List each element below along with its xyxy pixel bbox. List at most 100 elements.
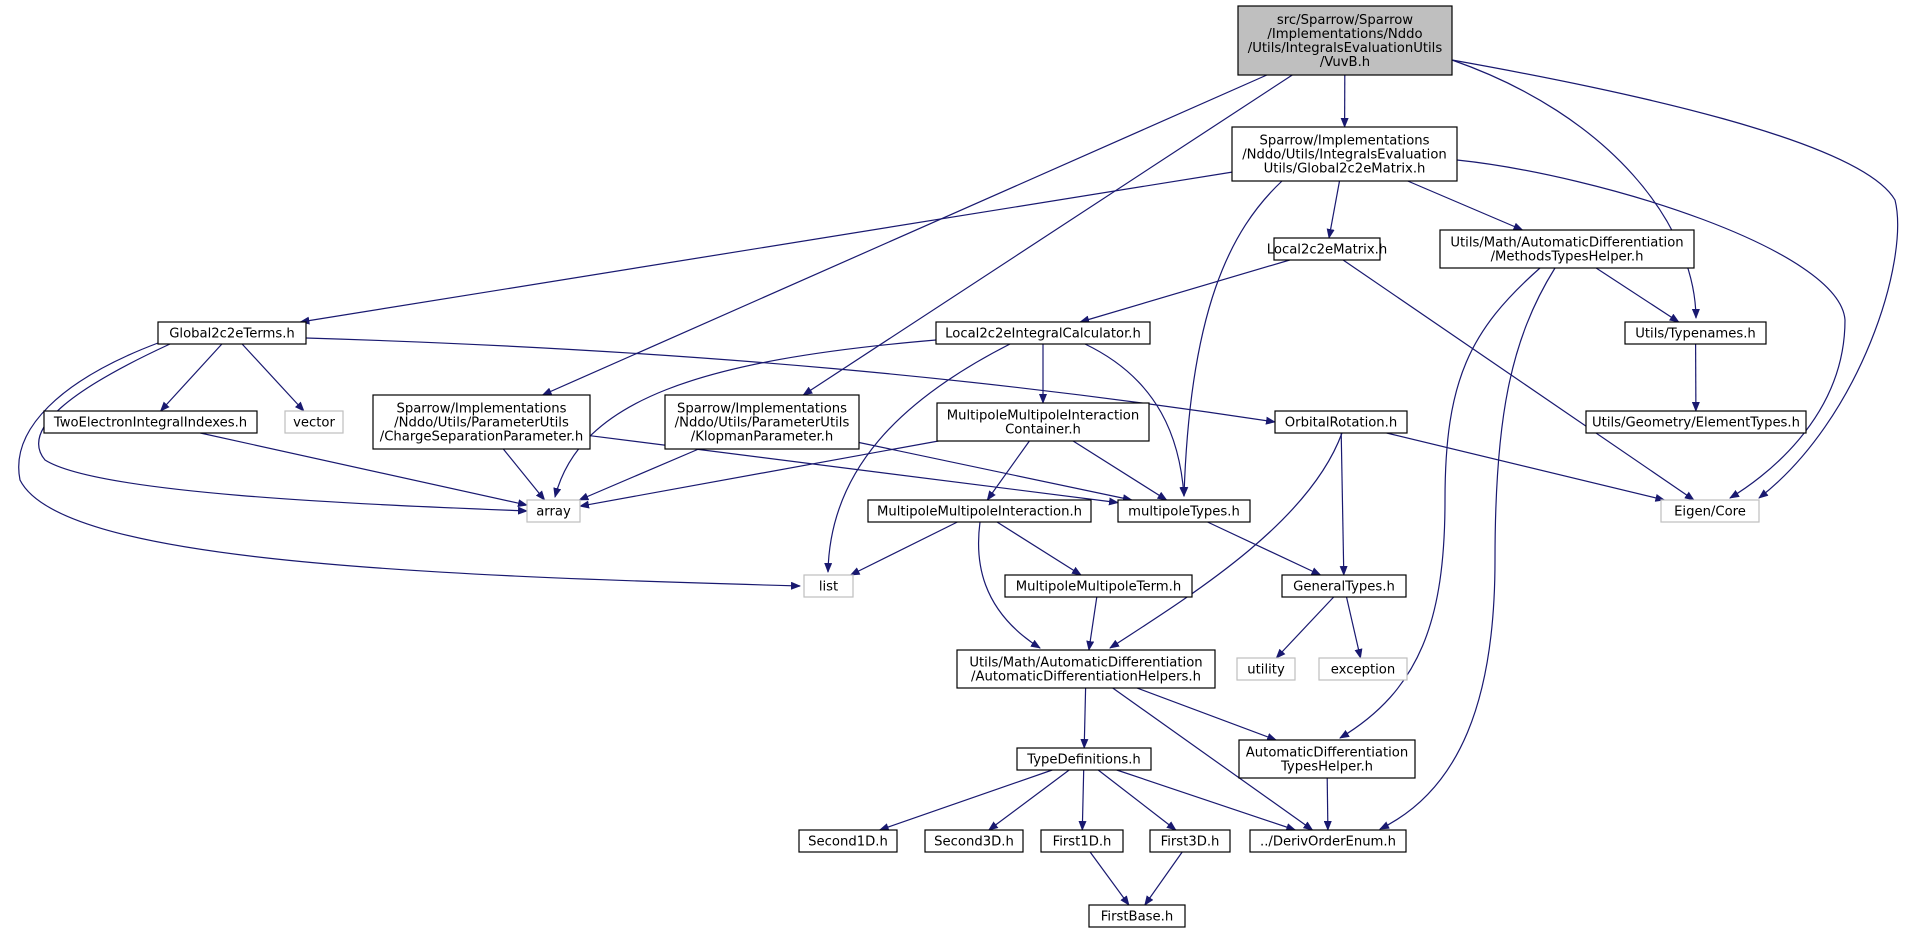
edge-mm_container-to-array	[579, 440, 939, 509]
node-second1d[interactable]: Second1D.h	[798, 829, 898, 853]
edge-ad_helpers-to-deriv_order	[1112, 687, 1314, 831]
node-box	[1585, 410, 1807, 434]
node-box	[1231, 126, 1458, 182]
node-first-base[interactable]: FirstBase.h	[1088, 904, 1186, 928]
node-charge-sep[interactable]: Sparrow/Implementations/Nddo/Utils/Param…	[372, 394, 591, 450]
edge-global_matrix-to-eigen_core	[1456, 159, 1846, 499]
node-label-line: /AutomaticDifferentiationHelpers.h	[971, 670, 1201, 685]
node-label-line: Utils/Geometry/ElementTypes.h	[1592, 416, 1800, 431]
node-typenames[interactable]: Utils/Typenames.h	[1624, 321, 1767, 345]
node-label-line: Global2c2eTerms.h	[169, 327, 295, 342]
node-global-terms[interactable]: Global2c2eTerms.h	[157, 321, 307, 345]
node-first1d[interactable]: First1D.h	[1040, 829, 1124, 853]
node-box	[1117, 499, 1251, 523]
edge-global_terms-to-vector	[241, 343, 305, 412]
node-general-types[interactable]: GeneralTypes.h	[1281, 574, 1407, 598]
node-mm-interaction[interactable]: MultipoleMultipoleInteraction.h	[867, 499, 1092, 523]
edge-type_defs-to-first1d	[1078, 769, 1087, 831]
node-label-line: Container.h	[1005, 423, 1081, 438]
node-local-matrix[interactable]: Local2c2eMatrix.h	[1267, 237, 1387, 261]
node-box	[1439, 229, 1695, 269]
edge-local_matrix-to-local_calc	[1079, 259, 1290, 324]
edge-first3d-to-first_base	[1144, 851, 1183, 906]
edge-mm_container-to-multipole_types	[1072, 440, 1168, 501]
node-label-line: Second1D.h	[808, 835, 888, 850]
node-label-line: Sparrow/Implementations	[396, 402, 566, 417]
node-multipole-types[interactable]: multipoleTypes.h	[1117, 499, 1251, 523]
edge-global_matrix-to-local_matrix	[1326, 180, 1341, 239]
node-label-line: MultipoleMultipoleInteraction.h	[877, 505, 1082, 520]
node-box	[1249, 829, 1407, 853]
node-label-line: TypeDefinitions.h	[1026, 753, 1141, 768]
edge-klopman-to-array	[578, 448, 699, 501]
edge-ad_types_helper-to-deriv_order	[1323, 777, 1332, 831]
node-deriv-order[interactable]: ../DerivOrderEnum.h	[1249, 829, 1407, 853]
node-label-line: /Nddo/Utils/IntegralsEvaluation	[1242, 148, 1447, 163]
node-eigen-core: Eigen/Core	[1660, 499, 1760, 523]
edge-global_matrix-to-multipole_types	[1180, 180, 1283, 497]
edge-global_terms-to-list	[18, 342, 801, 590]
node-two-electron[interactable]: TwoElectronIntegralIndexes.h	[43, 410, 258, 434]
node-second3d[interactable]: Second3D.h	[924, 829, 1024, 853]
edge-global_terms-to-array	[38, 343, 528, 515]
edge-type_defs-to-second3d	[987, 769, 1070, 831]
edge-local_calc-to-array	[553, 339, 937, 498]
node-orbital-rotation[interactable]: OrbitalRotation.h	[1274, 410, 1408, 434]
node-methods-helper[interactable]: Utils/Math/AutomaticDifferentiation/Meth…	[1439, 229, 1695, 269]
edge-mm_interaction-to-list	[849, 521, 958, 576]
node-box	[1660, 499, 1760, 523]
node-label-line: vector	[293, 416, 335, 431]
node-label-line: utility	[1247, 663, 1285, 678]
node-label-line: /Utils/IntegralsEvaluationUtils	[1248, 41, 1443, 56]
node-vector: vector	[284, 410, 344, 434]
node-label-line: MultipoleMultipoleInteraction	[947, 409, 1139, 424]
node-label-line: multipoleTypes.h	[1128, 505, 1240, 520]
node-label-line: TypesHelper.h	[1280, 760, 1373, 775]
node-type-defs[interactable]: TypeDefinitions.h	[1016, 747, 1152, 771]
node-label-line: Sparrow/Implementations	[1259, 134, 1429, 149]
node-label-line: Utils/Global2c2eMatrix.h	[1264, 162, 1426, 177]
node-label-line: OrbitalRotation.h	[1285, 416, 1397, 431]
edge-global_matrix-to-methods_helper	[1407, 180, 1524, 231]
node-mm-term[interactable]: MultipoleMultipoleTerm.h	[1004, 574, 1193, 598]
edge-root-to-charge_sep	[541, 74, 1268, 396]
edge-global_terms-to-orbital_rotation	[305, 337, 1276, 425]
edge-type_defs-to-first3d	[1097, 769, 1177, 831]
node-root[interactable]: src/Sparrow/Sparrow/Implementations/Nddo…	[1237, 5, 1453, 76]
edge-global_terms-to-two_electron	[159, 343, 223, 412]
node-box	[935, 321, 1151, 345]
edge-ad_helpers-to-type_defs	[1080, 687, 1089, 749]
edge-charge_sep-to-array	[502, 448, 546, 501]
node-box	[956, 649, 1216, 689]
node-element-types[interactable]: Utils/Geometry/ElementTypes.h	[1585, 410, 1807, 434]
edge-general_types-to-utility	[1275, 596, 1335, 659]
node-label-line: src/Sparrow/Sparrow	[1277, 13, 1413, 28]
edge-root-to-eigen_core	[1451, 59, 1899, 499]
node-label-line: Sparrow/Implementations	[677, 402, 847, 417]
node-klopman[interactable]: Sparrow/Implementations/Nddo/Utils/Param…	[664, 394, 860, 450]
node-label-line: Eigen/Core	[1674, 505, 1746, 520]
node-ad-helpers[interactable]: Utils/Math/AutomaticDifferentiation/Auto…	[956, 649, 1216, 689]
node-local-calc[interactable]: Local2c2eIntegralCalculator.h	[935, 321, 1151, 345]
node-box	[1624, 321, 1767, 345]
node-global-matrix[interactable]: Sparrow/Implementations/Nddo/Utils/Integ…	[1231, 126, 1458, 182]
edges-layer	[18, 59, 1899, 906]
edge-local_matrix-to-eigen_core	[1342, 259, 1695, 501]
node-label-line: MultipoleMultipoleTerm.h	[1016, 580, 1181, 595]
node-box	[1149, 829, 1231, 853]
node-box	[867, 499, 1092, 523]
node-label-line: /VuvB.h	[1320, 55, 1370, 70]
node-list: list	[803, 574, 854, 598]
node-box	[1040, 829, 1124, 853]
node-first3d[interactable]: First3D.h	[1149, 829, 1231, 853]
node-box	[1238, 739, 1416, 779]
node-label-line: First3D.h	[1161, 835, 1220, 850]
node-box	[924, 829, 1024, 853]
edge-first1d-to-first_base	[1089, 851, 1130, 906]
node-box	[43, 410, 258, 434]
node-box	[803, 574, 854, 598]
node-label-line: FirstBase.h	[1101, 910, 1173, 925]
